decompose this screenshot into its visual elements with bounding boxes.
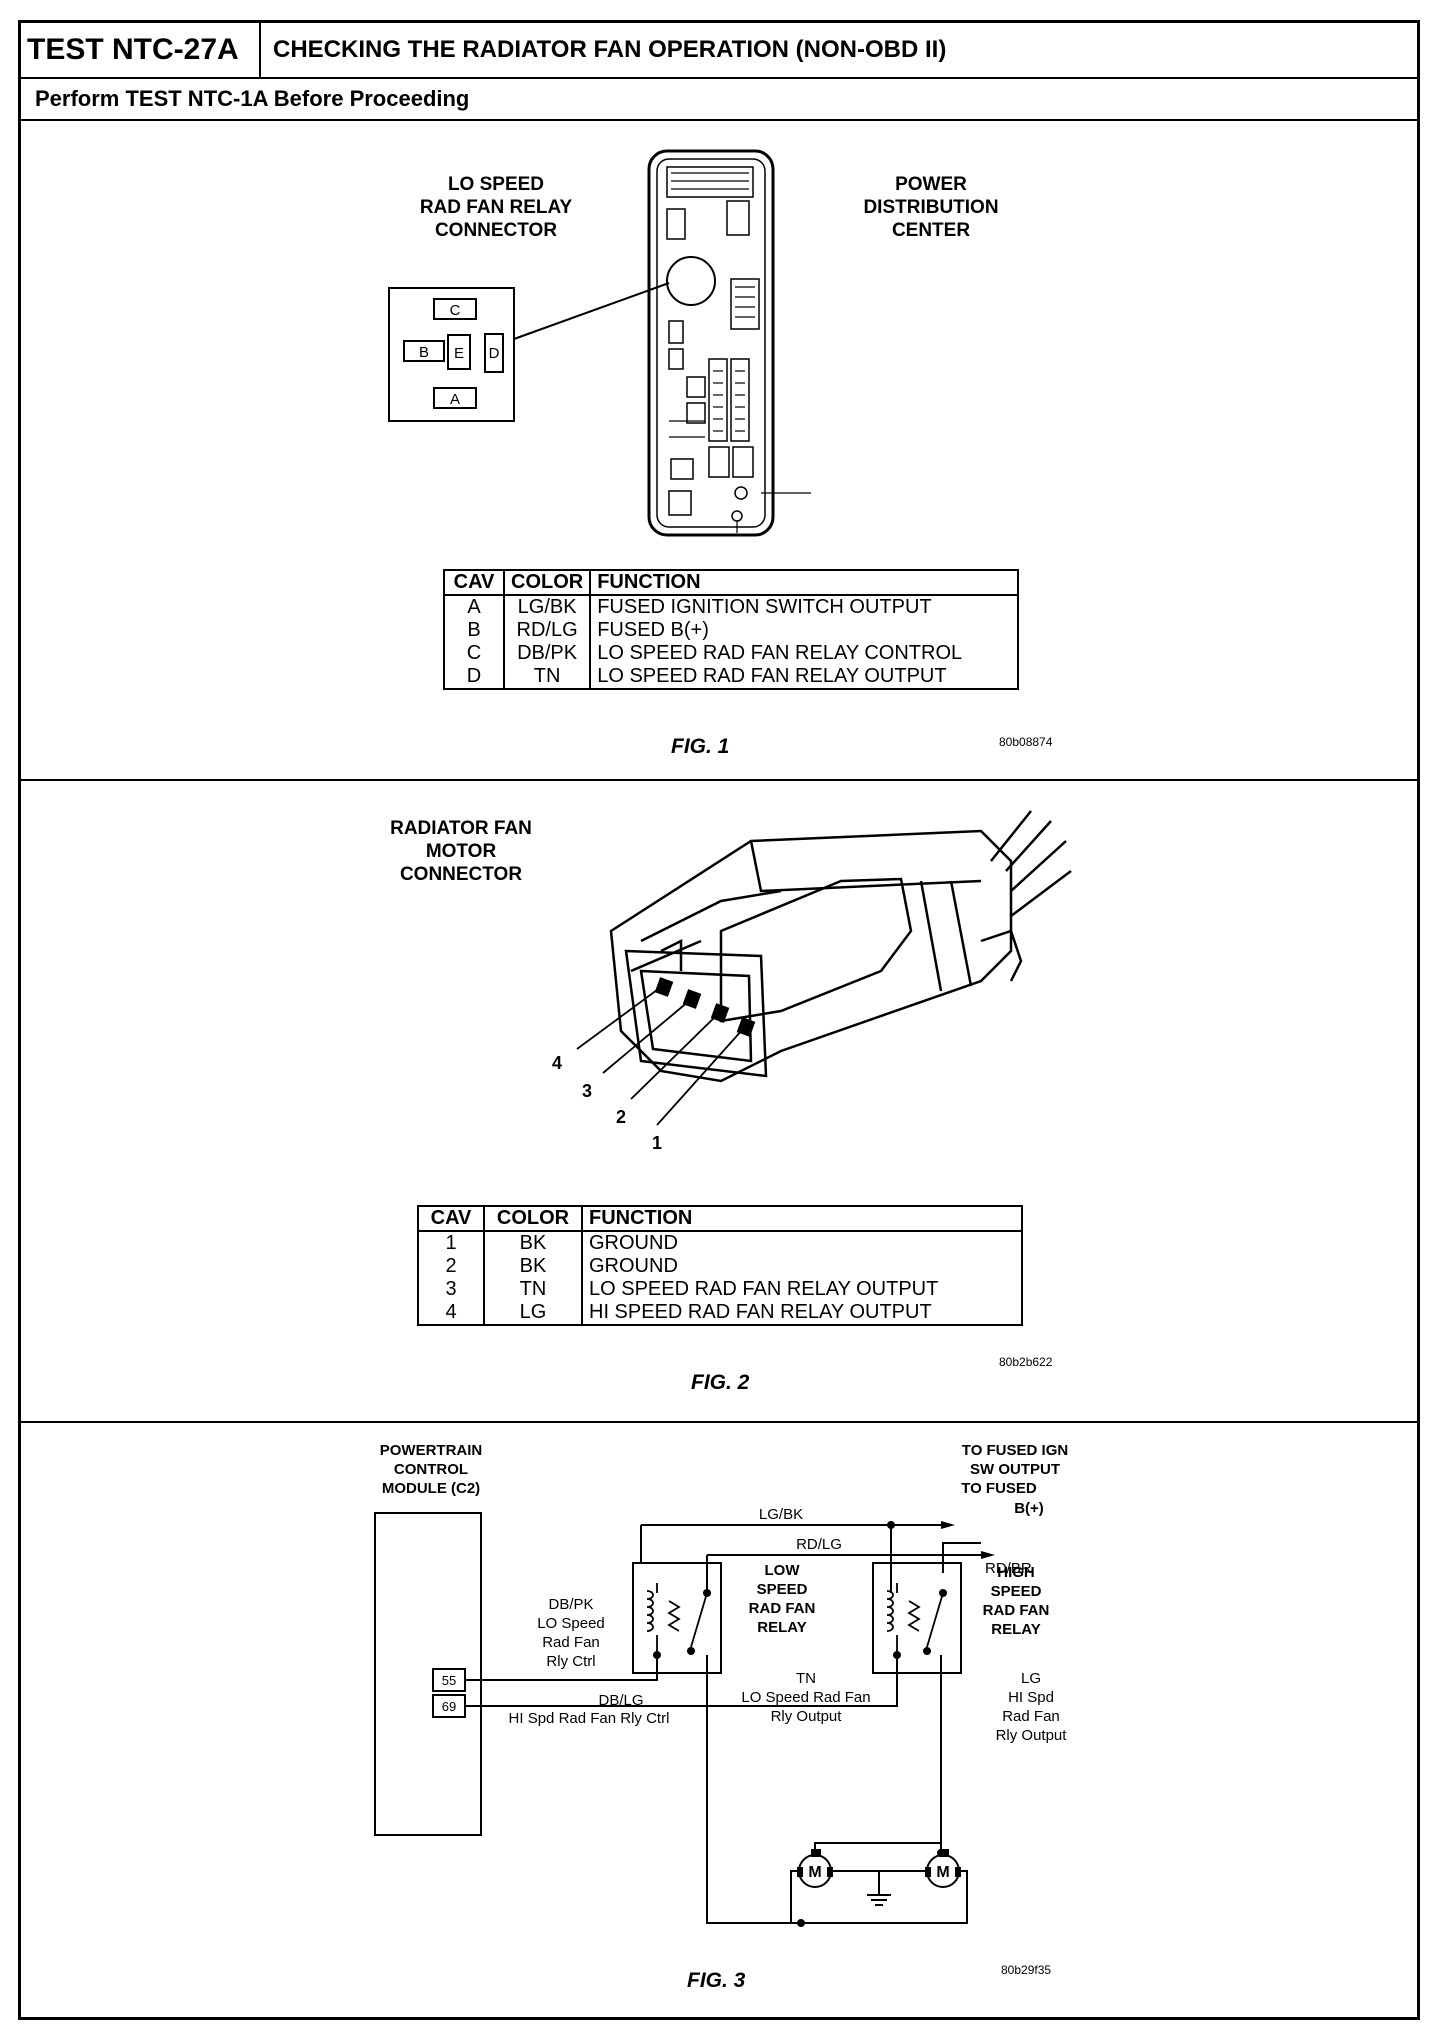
wire-rd-lg: RD/LG	[796, 1536, 842, 1553]
prerequisite-text: Perform TEST NTC-1A Before Proceeding	[35, 86, 470, 111]
pdc-housing	[647, 149, 775, 537]
wire-rd-br: RD/BR	[985, 1560, 1032, 1577]
test-title: CHECKING THE RADIATOR FAN OPERATION (NON…	[273, 36, 947, 63]
fig1-pin-table: CAV COLOR FUNCTION A LG/BK FUSED IGNITIO…	[443, 569, 1019, 690]
table-header-row: CAV COLOR FUNCTION	[443, 570, 1018, 596]
pcm-box	[374, 1512, 482, 1836]
fig1-caption: FIG. 1	[671, 735, 730, 758]
wire-lg-bk: LG/BK	[759, 1506, 803, 1523]
fig2-pin-table: CAV COLOR FUNCTION 1 BK GROUND 2 BK GROU…	[417, 1205, 1023, 1326]
fig3-ref: 80b29f35	[1001, 1963, 1052, 1977]
cavity-c: C	[450, 302, 461, 319]
fig3-panel: M M 55 69 LG/BK RD/LG RD/BR DB/LG HI Spd…	[21, 1423, 1417, 2017]
cavity-a: A	[450, 391, 460, 408]
test-id: TEST NTC-27A	[21, 23, 261, 77]
wire-db-lg: DB/LG	[598, 1692, 643, 1709]
motor-left-symbol: M	[808, 1864, 821, 1881]
prerequisite-row: Perform TEST NTC-1A Before Proceeding	[21, 79, 1417, 121]
cavity-e: E	[454, 345, 464, 362]
table-row: 1 BK GROUND	[417, 1231, 1022, 1255]
to-fused-b-label: TO FUSED	[961, 1480, 1037, 1497]
table-row: 2 BK GROUND	[417, 1255, 1022, 1278]
fig2-ref: 80b2b622	[999, 1355, 1053, 1369]
to-fused-ign-label: TO FUSED IGN SW OUTPUT	[961, 1442, 1069, 1478]
fig1-panel: LO SPEED RAD FAN RELAY CONNECTOR POWER D…	[21, 121, 1417, 781]
fig1-ref: 80b08874	[999, 735, 1053, 749]
pin-2-label: 2	[616, 1107, 626, 1127]
fig2-caption: FIG. 2	[691, 1371, 750, 1394]
fused-b-plus-label: B(+)	[1014, 1500, 1044, 1517]
fig3-schematic: M M 55 69 LG/BK RD/LG RD/BR DB/LG HI Spd…	[374, 1506, 1032, 1927]
fig1-drawing: C B E D A	[388, 149, 811, 537]
relay-connector-label: LO SPEED RAD FAN RELAY CONNECTOR	[419, 174, 573, 241]
test-frame: TEST NTC-27A CHECKING THE RADIATOR FAN O…	[18, 20, 1420, 2020]
title-row: TEST NTC-27A CHECKING THE RADIATOR FAN O…	[21, 23, 1417, 79]
pin-69: 69	[442, 1699, 456, 1714]
col-cav: CAV	[417, 1206, 484, 1232]
pin-1-label: 1	[652, 1133, 662, 1153]
col-cav: CAV	[443, 570, 504, 596]
col-function: FUNCTION	[581, 1206, 1022, 1232]
pin-3-label: 3	[582, 1081, 592, 1101]
db-pk-label: DB/PK LO Speed Rad Fan Rly Ctrl	[537, 1596, 605, 1670]
table-header-row: CAV COLOR FUNCTION	[417, 1206, 1022, 1232]
col-color: COLOR	[502, 570, 591, 596]
pin-55: 55	[442, 1673, 456, 1688]
high-relay-label: HIGH SPEED RAD FAN RELAY	[982, 1564, 1050, 1638]
high-speed-relay	[872, 1562, 962, 1674]
table-row: D TN LO SPEED RAD FAN RELAY OUTPUT	[443, 665, 1018, 689]
table-row: A LG/BK FUSED IGNITION SWITCH OUTPUT	[443, 595, 1018, 619]
low-speed-relay	[632, 1562, 722, 1674]
fan-connector-label: RADIATOR FAN MOTOR CONNECTOR	[390, 818, 532, 885]
fig2-panel: RADIATOR FAN MOTOR CONNECTOR	[21, 781, 1417, 1423]
table-row: B RD/LG FUSED B(+)	[443, 619, 1018, 642]
col-function: FUNCTION	[589, 570, 1018, 596]
lg-label: LG HI Spd Rad Fan Rly Output	[995, 1670, 1067, 1744]
relay-connector-face	[388, 287, 515, 422]
table-row: 3 TN LO SPEED RAD FAN RELAY OUTPUT	[417, 1278, 1022, 1301]
pin-4-label: 4	[552, 1053, 562, 1073]
pdc-label: POWER DISTRIBUTION CENTER	[863, 174, 999, 241]
fan-connector-body	[609, 829, 1013, 1083]
table-row: 4 LG HI SPEED RAD FAN RELAY OUTPUT	[417, 1301, 1022, 1325]
pcm-label: POWERTRAIN CONTROL MODULE (C2)	[379, 1442, 483, 1497]
hi-spd-ctrl-label: HI Spd Rad Fan Rly Ctrl	[509, 1710, 670, 1727]
col-color: COLOR	[483, 1206, 582, 1232]
table-row: C DB/PK LO SPEED RAD FAN RELAY CONTROL	[443, 642, 1018, 665]
cavity-b: B	[419, 344, 429, 361]
fig2-drawing: 4 3 2 1	[552, 810, 1072, 1153]
motor-right-symbol: M	[936, 1864, 949, 1881]
low-relay-label: LOW SPEED RAD FAN RELAY	[748, 1562, 816, 1636]
tn-label: TN LO Speed Rad Fan Rly Output	[741, 1670, 871, 1725]
cavity-d: D	[489, 345, 500, 362]
fig3-caption: FIG. 3	[687, 1969, 746, 1992]
